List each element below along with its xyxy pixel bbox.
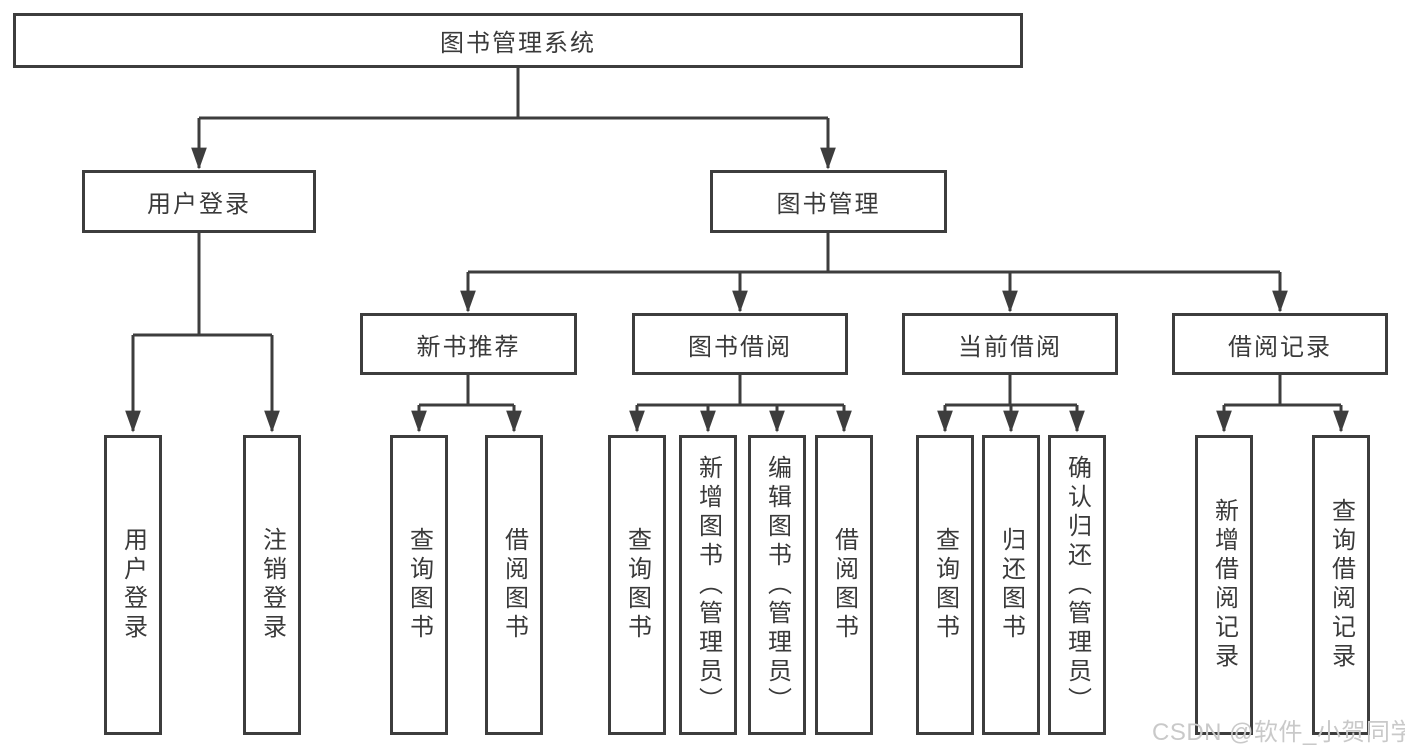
leaf-return-books: 归还图书	[982, 435, 1040, 735]
leaf-edit-books-admin: 编辑图书（管理员）	[748, 435, 806, 735]
leaf-borrow-books-borrowing: 借阅图书	[815, 435, 873, 735]
node-new-book-recommend: 新书推荐	[360, 313, 577, 375]
leaf-query-books-borrowing: 查询图书	[608, 435, 666, 735]
leaf-confirm-return-admin: 确认归还（管理员）	[1048, 435, 1106, 735]
leaf-query-books-current: 查询图书	[916, 435, 974, 735]
node-book-management: 图书管理	[710, 170, 947, 233]
node-root: 图书管理系统	[13, 13, 1023, 68]
node-book-borrowing: 图书借阅	[632, 313, 848, 375]
connector-rails	[133, 68, 1341, 407]
leaf-user-login: 用户登录	[104, 435, 162, 735]
leaf-logout: 注销登录	[243, 435, 301, 735]
watermark: CSDN @软件_小贺同学	[1152, 719, 1405, 746]
node-borrowing-records: 借阅记录	[1172, 313, 1388, 375]
leaf-query-borrow-record: 查询借阅记录	[1312, 435, 1370, 735]
leaf-add-borrow-record: 新增借阅记录	[1195, 435, 1253, 735]
node-current-borrowing: 当前借阅	[902, 313, 1118, 375]
leaf-add-books-admin: 新增图书（管理员）	[679, 435, 737, 735]
leaf-borrow-books-recommend: 借阅图书	[485, 435, 543, 735]
node-user-login: 用户登录	[82, 170, 316, 233]
leaf-query-books-recommend: 查询图书	[390, 435, 448, 735]
